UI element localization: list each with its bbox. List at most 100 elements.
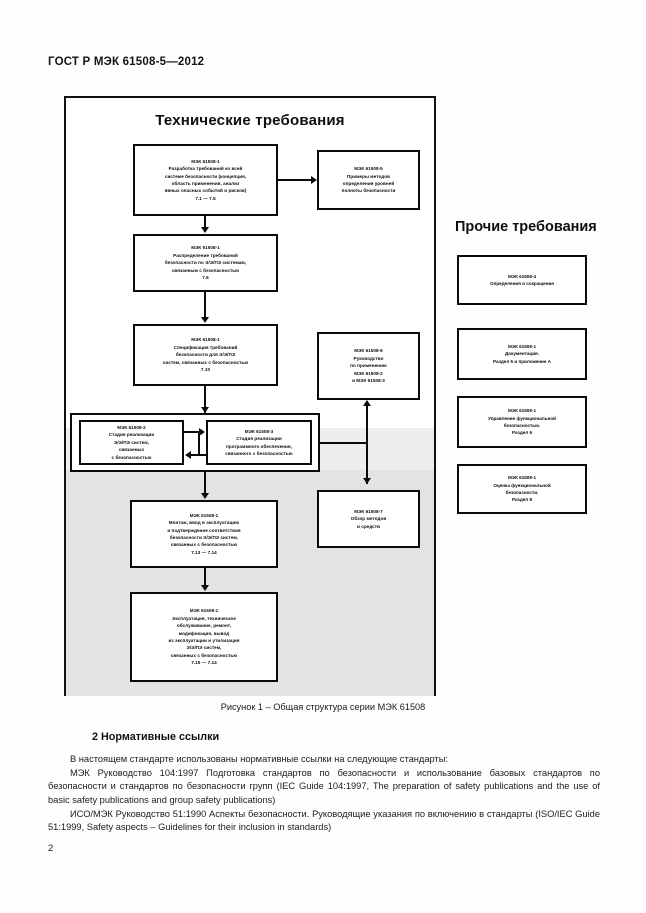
box-desc-line: и подтверждение соответствия bbox=[167, 527, 241, 533]
box-desc-line: связанных с безопасностью bbox=[170, 542, 238, 548]
box-desc-line: безопасности для Э/Э/ПЭ bbox=[175, 352, 236, 358]
box-desc-line: Э/Э/ПЭ систем, bbox=[186, 645, 222, 651]
arrowhead-to-b8 bbox=[363, 478, 371, 484]
box-desc-line: Руководство bbox=[353, 355, 384, 361]
box-desc-line: программного обеспечения, bbox=[226, 443, 292, 449]
box-desc-line: определения уровней bbox=[342, 181, 395, 186]
box-desc-line: явных опасных событий и рисков) bbox=[164, 188, 247, 194]
arrowhead-b5-to-b6 bbox=[199, 428, 205, 436]
box-code: МЭК 61508-4 bbox=[507, 273, 537, 279]
page-number: 2 bbox=[48, 843, 54, 854]
arrowhead-b1-to-b2 bbox=[311, 176, 317, 184]
box-desc-line: Раздел 6 bbox=[511, 430, 533, 436]
side-box-iec-61508-1-fs-assessment: МЭК 61508-1 Оценка функциональной безопа… bbox=[457, 464, 587, 514]
box-desc-line: полноты безопасности bbox=[341, 188, 396, 194]
box-desc-line: и средств bbox=[357, 523, 380, 529]
box-code: МЭК 61508-1 bbox=[191, 337, 220, 343]
arrowhead-b9-to-b10 bbox=[201, 585, 209, 591]
box-desc-line: модификация, вывод bbox=[178, 630, 230, 636]
box-desc-line: Раздел 5 и приложение А bbox=[492, 358, 551, 364]
figure-title: Технические требования bbox=[155, 112, 345, 129]
arrowhead-group-to-b9 bbox=[201, 493, 209, 499]
connector-b5-b6-bridge bbox=[198, 431, 200, 455]
box-desc-line: область применения, анализ bbox=[171, 181, 240, 186]
box-clause: 7.6 bbox=[202, 275, 209, 281]
box-desc-line: МЭК 61508-2 bbox=[354, 370, 383, 376]
box-code: МЭК 61508-1 bbox=[189, 512, 219, 518]
box-desc-line: Стадия реализации bbox=[108, 432, 155, 438]
box-desc-line: из эксплуатации и утилизация bbox=[168, 638, 240, 643]
side-box-iec-61508-1-fsm: МЭК 61508-1 Управление функциональной бе… bbox=[457, 396, 587, 448]
box-desc-line: Спецификация требований bbox=[173, 344, 238, 350]
box-desc-line: по применению bbox=[350, 363, 387, 369]
diagram-box-iec-61508-2-eeps-realisation: МЭК 61508-2 Стадия реализации Э/Э/ПЭ сис… bbox=[79, 420, 184, 465]
box-desc-line: Документация. bbox=[504, 351, 540, 357]
box-desc-line: Стадия реализации bbox=[236, 436, 282, 442]
box-desc-line: Примеры методов bbox=[346, 173, 390, 179]
arrowhead-to-b7 bbox=[363, 400, 371, 406]
box-desc-line: и МЭК 61508-3 bbox=[352, 378, 385, 384]
box-desc-line: системе безопасности (концепция, bbox=[164, 173, 247, 179]
box-desc-line: Раздел 8 bbox=[511, 497, 533, 503]
document-header-standard-ref: ГОСТ Р МЭК 61508-5—2012 bbox=[48, 56, 205, 68]
box-desc-line: систем, связанных с безопасностью bbox=[162, 359, 249, 365]
box-desc-line: Распределение требований bbox=[173, 252, 238, 258]
box-desc-line: Оценка функциональной bbox=[493, 482, 551, 488]
body-paragraph: МЭК Руководство 104:1997 Подготовка стан… bbox=[48, 767, 600, 805]
connector-group-to-b9 bbox=[204, 472, 206, 494]
box-clause: 7.15 — 7.14 bbox=[191, 660, 217, 666]
connector-b5-to-b6 bbox=[184, 431, 200, 433]
section-heading-normative-references: 2 Нормативные ссылки bbox=[92, 731, 220, 743]
side-box-iec-61508-4-definitions: МЭК 61508-4 Определения и сокращения bbox=[457, 255, 587, 305]
box-code: МЭК 61508-1 bbox=[191, 245, 220, 251]
box-clause: 7.13 — 7.14 bbox=[191, 549, 217, 555]
box-desc-line: безопасности Э/Э/ПЭ систем, bbox=[169, 535, 239, 540]
box-desc-line: безопасностью. bbox=[503, 423, 541, 428]
box-code: МЭК 61508-1 bbox=[507, 343, 537, 349]
diagram-box-iec-61508-7-techniques-overview: МЭК 61508-7 Обзор методов и средств bbox=[317, 490, 420, 548]
diagram-box-iec-61508-6-guidance: МЭК 61508-6 Руководство по применению МЭ… bbox=[317, 332, 420, 400]
diagram-box-iec-61508-1-overall-requirements: МЭК 61508-1 Разработка требований ко все… bbox=[133, 144, 278, 216]
diagram-box-iec-61508-5-sil-methods: МЭК 61508-5 Примеры методов определения … bbox=[317, 150, 420, 210]
connector-b3-to-b4 bbox=[204, 292, 206, 318]
box-code: МЭК 61508-3 bbox=[244, 428, 274, 434]
box-desc-line: Эксплуатация, техническое bbox=[172, 615, 236, 621]
diagram-box-iec-61508-1-operation-maintenance: МЭК 61508-1 Эксплуатация, техническое об… bbox=[130, 592, 278, 682]
connector-b4-to-group bbox=[204, 386, 206, 413]
box-clause: 7.1 — 7.5 bbox=[195, 195, 216, 201]
box-code: МЭК 61508-1 bbox=[507, 475, 537, 481]
connector-right-trunk-up bbox=[366, 406, 368, 444]
box-desc-line: безопасности. bbox=[505, 490, 539, 495]
box-desc-line: Разработка требований ко всей bbox=[168, 166, 243, 172]
arrowhead-b1-to-b3 bbox=[201, 227, 209, 233]
box-desc-line: связанных bbox=[118, 447, 145, 453]
box-desc-line: обслуживание, ремонт, bbox=[176, 623, 232, 629]
box-desc-line: с безопасностью bbox=[111, 454, 152, 460]
box-code: МЭК 61508-5 bbox=[354, 166, 383, 172]
box-desc-line: связанных с безопасностью bbox=[170, 652, 238, 658]
diagram-box-iec-61508-1-allocation: МЭК 61508-1 Распределение требований без… bbox=[133, 234, 278, 292]
diagram-box-iec-61508-1-srs: МЭК 61508-1 Спецификация требований безо… bbox=[133, 324, 278, 386]
connector-b1-to-b3 bbox=[204, 216, 206, 228]
box-code: МЭК 61508-6 bbox=[354, 348, 383, 354]
box-code: МЭК 61508-1 bbox=[507, 408, 537, 414]
box-desc-line: Э/Э/ПЭ систем, bbox=[114, 439, 149, 445]
connector-b6-to-b5 bbox=[190, 454, 206, 456]
body-paragraph: В настоящем стандарте использованы норма… bbox=[70, 754, 449, 764]
body-text-block: В настоящем стандарте использованы норма… bbox=[48, 753, 600, 835]
arrowhead-b6-to-b5 bbox=[185, 451, 191, 459]
figure-caption: Рисунок 1 – Общая структура серии МЭК 61… bbox=[220, 702, 426, 712]
box-code: МЭК 61508-1 bbox=[191, 158, 220, 164]
diagram-box-iec-61508-3-software-realisation: МЭК 61508-3 Стадия реализации программно… bbox=[206, 420, 312, 465]
box-code: МЭК 61508-2 bbox=[117, 424, 146, 430]
connector-group-to-right-trunk bbox=[320, 442, 368, 444]
box-desc-line: безопасности по Э/Э/ПЭ системам, bbox=[164, 260, 247, 266]
side-column-title: Прочие требования bbox=[455, 219, 597, 235]
body-paragraph: ИСО/МЭК Руководство 51:1990 Аспекты безо… bbox=[48, 808, 600, 833]
connector-right-trunk-down bbox=[366, 442, 368, 484]
box-desc-line: Обзор методов bbox=[350, 516, 387, 522]
box-code: МЭК 61508-7 bbox=[354, 508, 383, 514]
box-desc-line: связанным с безопасностью bbox=[171, 267, 240, 273]
connector-b9-to-b10 bbox=[204, 568, 206, 586]
